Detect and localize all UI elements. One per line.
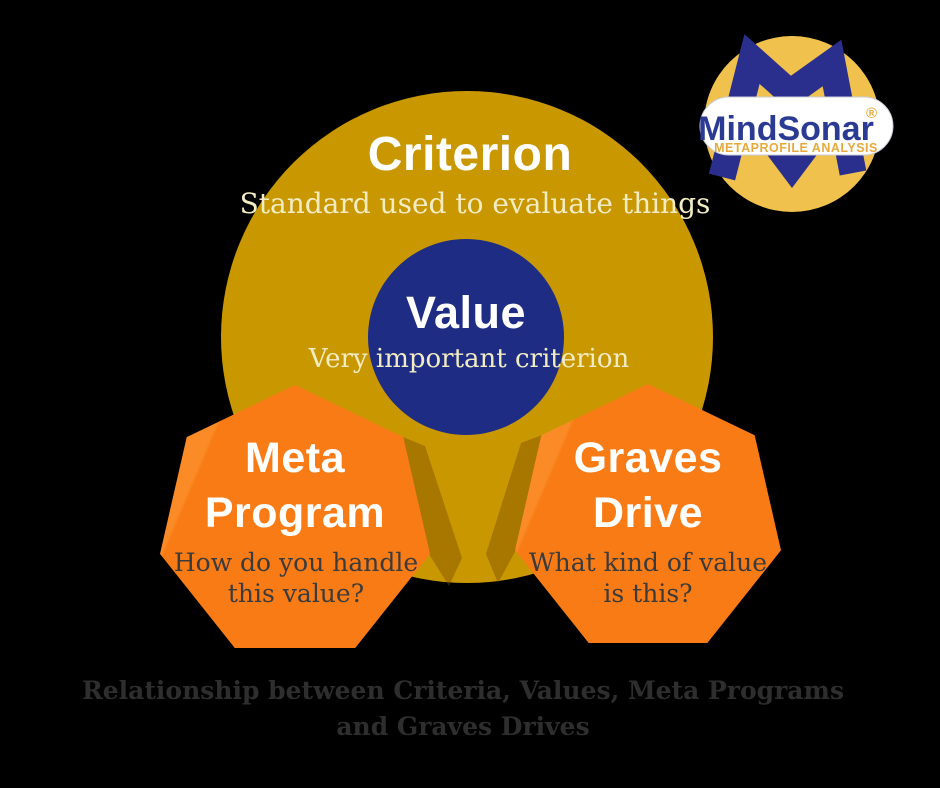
graves-drive-title-line1: Graves <box>573 434 723 482</box>
graves-drive-subtitle-line2: is this? <box>603 579 693 608</box>
caption-line2: and Graves Drives <box>336 712 590 741</box>
graves-drive-heptagon <box>515 384 781 643</box>
logo-brand-text: MindSonar <box>698 110 874 148</box>
meta-program-subtitle-line2: this value? <box>227 579 365 608</box>
caption: Relationship between Criteria, Values, M… <box>82 673 844 745</box>
logo-m-chevron-icon <box>765 152 819 188</box>
mindsonar-logo: MindSonar ® METAPROFILE ANALYSIS <box>698 34 894 212</box>
meta-program-subtitle: How do you handle this value? <box>174 547 418 609</box>
value-circle <box>368 239 564 435</box>
graves-drive-title-line2: Drive <box>592 489 704 537</box>
criterion-title: Criterion <box>367 128 573 181</box>
meta-program-title: Meta Program <box>205 431 385 541</box>
value-title: Value <box>405 287 527 338</box>
meta-program-subtitle-line1: How do you handle <box>173 548 419 577</box>
graves-drive-subtitle-line1: What kind of value <box>528 548 768 577</box>
meta-program-title-line1: Meta <box>245 434 345 482</box>
caption-line1: Relationship between Criteria, Values, M… <box>81 676 845 705</box>
value-subtitle: Very important criterion <box>308 344 630 374</box>
logo-registered-mark: ® <box>866 105 877 122</box>
criterion-subtitle: Standard used to evaluate things <box>239 187 711 220</box>
graves-drive-subtitle: What kind of value is this? <box>529 547 767 609</box>
graves-drive-title: Graves Drive <box>574 431 723 541</box>
logo-tagline-text: METAPROFILE ANALYSIS <box>714 141 878 155</box>
meta-program-title-line2: Program <box>204 489 386 537</box>
logo-pill <box>699 96 894 156</box>
meta-program-heptagon <box>160 385 430 648</box>
